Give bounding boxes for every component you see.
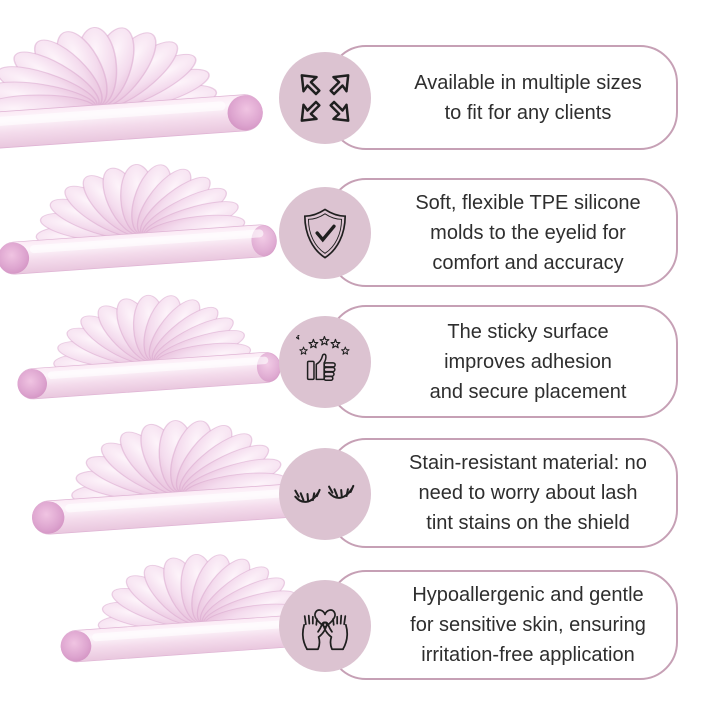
lash-shield-photo-4 <box>22 408 325 539</box>
feature-text-line: The sticky surface <box>447 320 609 343</box>
feature-text-line: molds to the eyelid for <box>430 221 626 244</box>
feature-text-line: need to worry about lash <box>418 482 638 504</box>
feature-icon-circle <box>279 448 371 540</box>
feature-text-line: Soft, flexible TPE silicone <box>415 191 641 214</box>
feature-text-line: Hypoallergenic and gentle <box>412 584 644 606</box>
hands-heart-icon <box>301 609 349 651</box>
shield-check-icon <box>303 208 347 259</box>
feature-icon-circle <box>279 187 371 279</box>
thumbs-up-stars-icon <box>296 335 350 382</box>
feature-text-line: for sensitive skin, ensuring <box>410 614 646 636</box>
lash-shield-photo-3 <box>9 284 285 404</box>
feature-card-adhesion: The sticky surface improves adhesion and… <box>328 305 678 418</box>
expand-arrows-icon <box>300 74 350 122</box>
feature-text-line: Available in multiple sizes <box>414 71 642 94</box>
feature-card-hypoallergenic: Hypoallergenic and gentle for sensitive … <box>328 570 678 680</box>
lash-shield-photo-2 <box>0 152 281 279</box>
feature-text-line: irritation-free application <box>421 644 635 666</box>
feature-text-line: improves adhesion <box>444 350 612 373</box>
feature-icon-circle <box>279 316 371 408</box>
feature-text-line: tint stains on the shield <box>426 512 630 534</box>
feature-icon-circle <box>279 52 371 144</box>
feature-card-material: Soft, flexible TPE silicone molds to the… <box>328 178 678 287</box>
feature-text-line: to fit for any clients <box>444 101 612 124</box>
lash-shield-photo-1 <box>0 13 268 156</box>
feature-icon-circle <box>279 580 371 672</box>
closed-eyes-icon <box>294 484 355 503</box>
feature-card-sizes: Available in multiple sizes to fit for a… <box>328 45 678 150</box>
feature-text-line: Stain-resistant material: no <box>409 452 647 474</box>
feature-text-line: comfort and accuracy <box>432 251 624 274</box>
feature-card-stain-resistant: Stain-resistant material: no need to wor… <box>328 438 678 548</box>
feature-text-line: and secure placement <box>429 380 627 403</box>
